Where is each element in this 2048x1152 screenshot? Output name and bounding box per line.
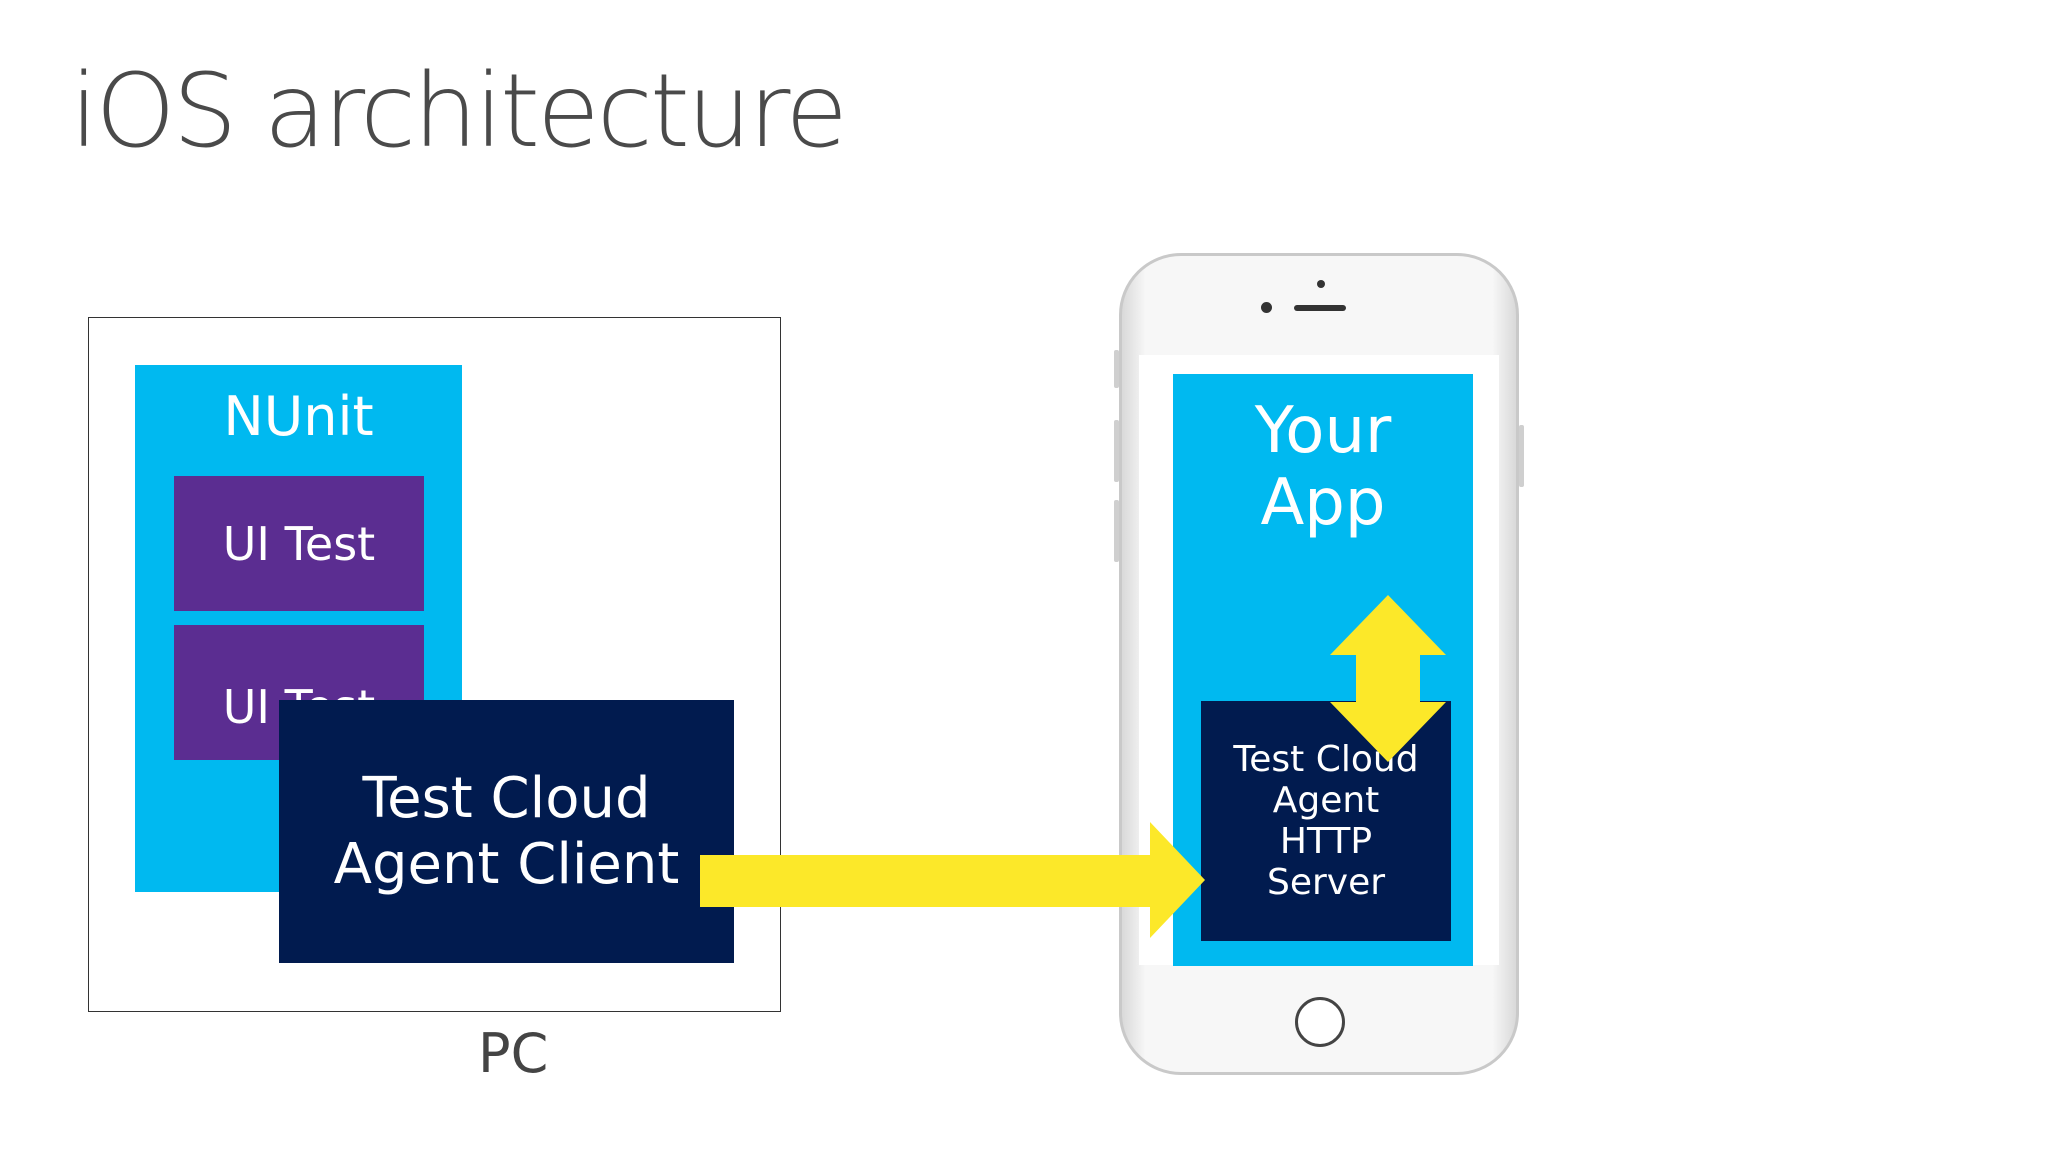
pc-frame: [88, 317, 781, 1012]
phone-sensor: [1317, 280, 1325, 288]
double-vertical-arrow-icon: [1330, 595, 1446, 762]
pc-label: PC: [478, 1022, 549, 1085]
phone-mute-switch: [1114, 350, 1119, 388]
ui-test-label-1: UI Test: [222, 516, 376, 571]
right-arrow-icon: [700, 822, 1205, 938]
your-app-label: Your App: [1173, 395, 1473, 539]
your-app-line-1: Your: [1254, 394, 1392, 468]
server-label-line-4: Server: [1266, 862, 1386, 903]
server-label-line-3: HTTP: [1279, 821, 1373, 862]
test-cloud-agent-http-server-box: Test Cloud Agent HTTP Server: [1201, 701, 1451, 941]
test-cloud-agent-client-box: Test Cloud Agent Client: [279, 700, 734, 963]
client-label-line-2: Agent Client: [333, 831, 680, 897]
phone-power-button: [1519, 425, 1524, 487]
phone-speaker: [1294, 305, 1346, 311]
phone-volume-down-button: [1114, 500, 1119, 562]
phone-camera: [1261, 302, 1272, 313]
slide-title: iOS architecture: [70, 52, 848, 171]
server-label-line-2: Agent: [1272, 780, 1380, 821]
home-button-icon: [1295, 997, 1345, 1047]
client-label-line-1: Test Cloud: [362, 765, 651, 831]
phone-volume-up-button: [1114, 420, 1119, 482]
your-app-line-2: App: [1260, 466, 1386, 540]
ui-test-box-1: UI Test: [174, 476, 424, 611]
nunit-label: NUnit: [223, 385, 374, 448]
